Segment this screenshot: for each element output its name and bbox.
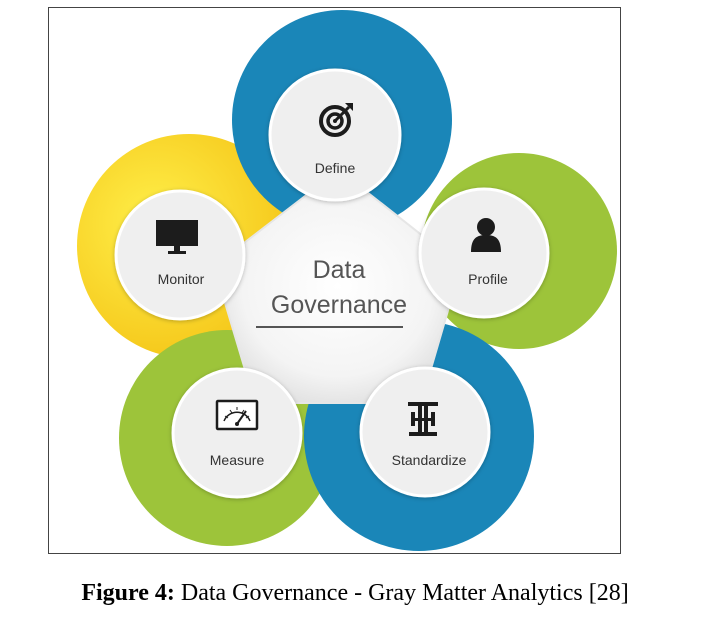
node-label-define: Define — [315, 160, 356, 176]
monitor-icon — [156, 220, 198, 254]
gauge-icon — [215, 399, 259, 431]
center-title-line1: Data — [313, 256, 366, 284]
node-label-measure: Measure — [210, 452, 265, 468]
caption-text: Data Governance - Gray Matter Analytics … — [174, 580, 629, 606]
figure-caption: Figure 4: Data Governance - Gray Matter … — [0, 580, 710, 607]
data-governance-diagram: Data Governance Define Profile — [77, 10, 617, 551]
node-profile: Profile — [418, 187, 550, 319]
node-monitor: Monitor — [114, 189, 246, 321]
person-icon — [471, 218, 501, 252]
node-label-monitor: Monitor — [158, 271, 205, 287]
node-define: Define — [268, 68, 402, 202]
center-title-line2: Governance — [271, 291, 407, 319]
target-icon — [319, 103, 353, 137]
figure-frame: Data Governance Define Profile — [48, 7, 621, 554]
caption-label: Figure 4: — [81, 580, 175, 606]
node-label-profile: Profile — [468, 271, 508, 287]
node-label-standardize: Standardize — [392, 452, 467, 468]
node-standardize: Standardize — [359, 366, 491, 498]
standardize-icon — [408, 402, 438, 436]
node-measure: Measure — [171, 367, 303, 499]
